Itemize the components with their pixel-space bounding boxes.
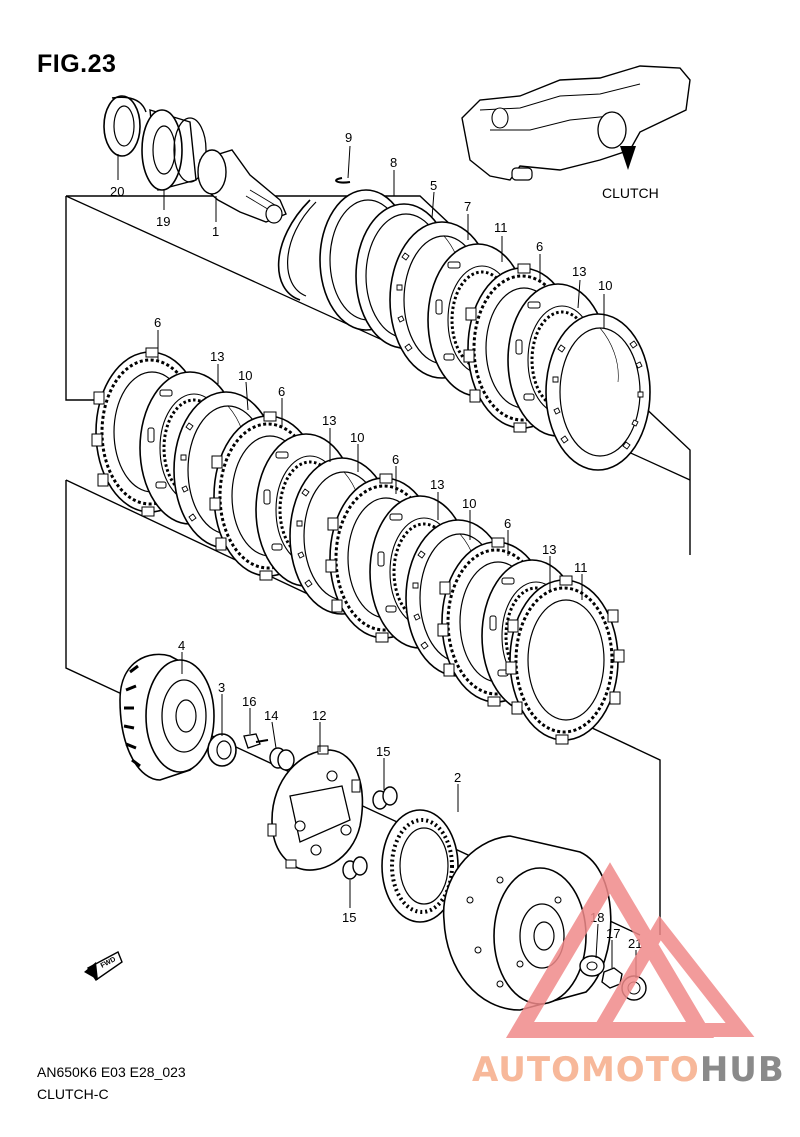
part-label-10-mid3: 10 bbox=[462, 496, 476, 511]
one-way-clutch-2 bbox=[381, 809, 459, 923]
watermark-text: AUTOMOTOHUB bbox=[472, 1050, 785, 1090]
figure-title: FIG.23 bbox=[37, 50, 117, 78]
part-label-9: 9 bbox=[345, 130, 352, 145]
part-label-11-mid: 11 bbox=[574, 560, 588, 575]
part-label-11-top: 11 bbox=[494, 220, 508, 235]
part-label-5: 5 bbox=[430, 178, 437, 193]
pressure-plate-12 bbox=[267, 745, 364, 871]
part-label-17: 17 bbox=[606, 926, 620, 941]
part-label-13-mid4: 13 bbox=[542, 542, 556, 557]
part-label-2: 2 bbox=[454, 770, 461, 785]
part-label-3: 3 bbox=[218, 680, 225, 695]
part-label-6-mid3: 6 bbox=[392, 452, 399, 467]
part-label-13-mid2: 13 bbox=[322, 413, 336, 428]
part-label-10-mid2: 10 bbox=[350, 430, 364, 445]
bearing-19 bbox=[141, 109, 207, 191]
part-label-13-mid1: 13 bbox=[210, 349, 224, 364]
oil-seal-20 bbox=[103, 95, 147, 157]
shaft-1 bbox=[197, 149, 287, 224]
part-label-10-mid1: 10 bbox=[238, 368, 252, 383]
clutch-callout-label: CLUTCH bbox=[602, 185, 659, 201]
washer-18 bbox=[579, 955, 605, 977]
part-label-4: 4 bbox=[178, 638, 185, 653]
part-label-20: 20 bbox=[110, 184, 124, 199]
part-label-13-top: 13 bbox=[572, 264, 586, 279]
watermark-text-part2: HUB bbox=[699, 1050, 785, 1090]
watermark-text-part1: AUTOMOTO bbox=[472, 1050, 700, 1090]
pin-15-upper bbox=[372, 786, 398, 810]
part-label-10-top: 10 bbox=[598, 278, 612, 293]
part-label-14: 14 bbox=[264, 708, 278, 723]
part-label-13-mid3: 13 bbox=[430, 477, 444, 492]
part-label-6-top: 6 bbox=[536, 239, 543, 254]
pin-15-lower bbox=[342, 856, 368, 880]
part-label-6-mid1: 6 bbox=[154, 315, 161, 330]
clutch-hub-4 bbox=[119, 653, 215, 781]
footer-code: AN650K6 E03 E28_023 bbox=[37, 1064, 186, 1080]
washer-3 bbox=[207, 733, 237, 767]
part-label-7: 7 bbox=[464, 199, 471, 214]
spring-14 bbox=[269, 747, 295, 771]
engine-inset bbox=[461, 65, 691, 181]
part-label-8: 8 bbox=[390, 155, 397, 170]
part-label-6-mid4: 6 bbox=[504, 516, 511, 531]
part-label-1: 1 bbox=[212, 224, 219, 239]
wire-ring-9 bbox=[277, 177, 351, 301]
part-label-19: 19 bbox=[156, 214, 170, 229]
fwd-arrow-icon bbox=[84, 951, 123, 981]
watermark-logo-icon bbox=[505, 862, 755, 1038]
part-label-16: 16 bbox=[242, 694, 256, 709]
bolt-16 bbox=[243, 733, 269, 749]
part-label-15-upper: 15 bbox=[376, 744, 390, 759]
part-label-6-mid2: 6 bbox=[278, 384, 285, 399]
part-label-15-lower: 15 bbox=[342, 910, 356, 925]
part-label-12: 12 bbox=[312, 708, 326, 723]
footer-name: CLUTCH-C bbox=[37, 1086, 109, 1102]
